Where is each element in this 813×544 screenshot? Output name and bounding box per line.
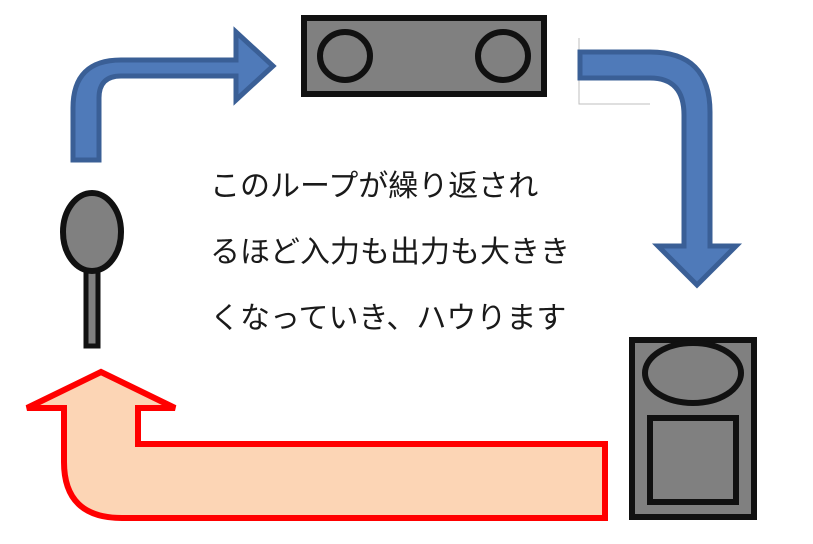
red-feedback-arrow bbox=[25, 368, 608, 521]
blue-arrow-speaker-to-speaker bbox=[577, 49, 743, 289]
caption-line-1: このループが繰り返され bbox=[210, 169, 539, 204]
speaker-horizontal-icon bbox=[301, 15, 547, 97]
speaker-vertical-icon bbox=[629, 337, 757, 520]
caption-line-2: るほど入力も出力も大きき bbox=[210, 235, 570, 270]
caption-line-3: くなっていき、ハウります bbox=[210, 301, 567, 336]
blue-arrow-mic-to-speaker bbox=[70, 26, 277, 163]
microphone-icon bbox=[60, 190, 124, 349]
caption: このループが繰り返され るほど入力も出力も大きき くなっていき、ハウります bbox=[210, 172, 590, 370]
